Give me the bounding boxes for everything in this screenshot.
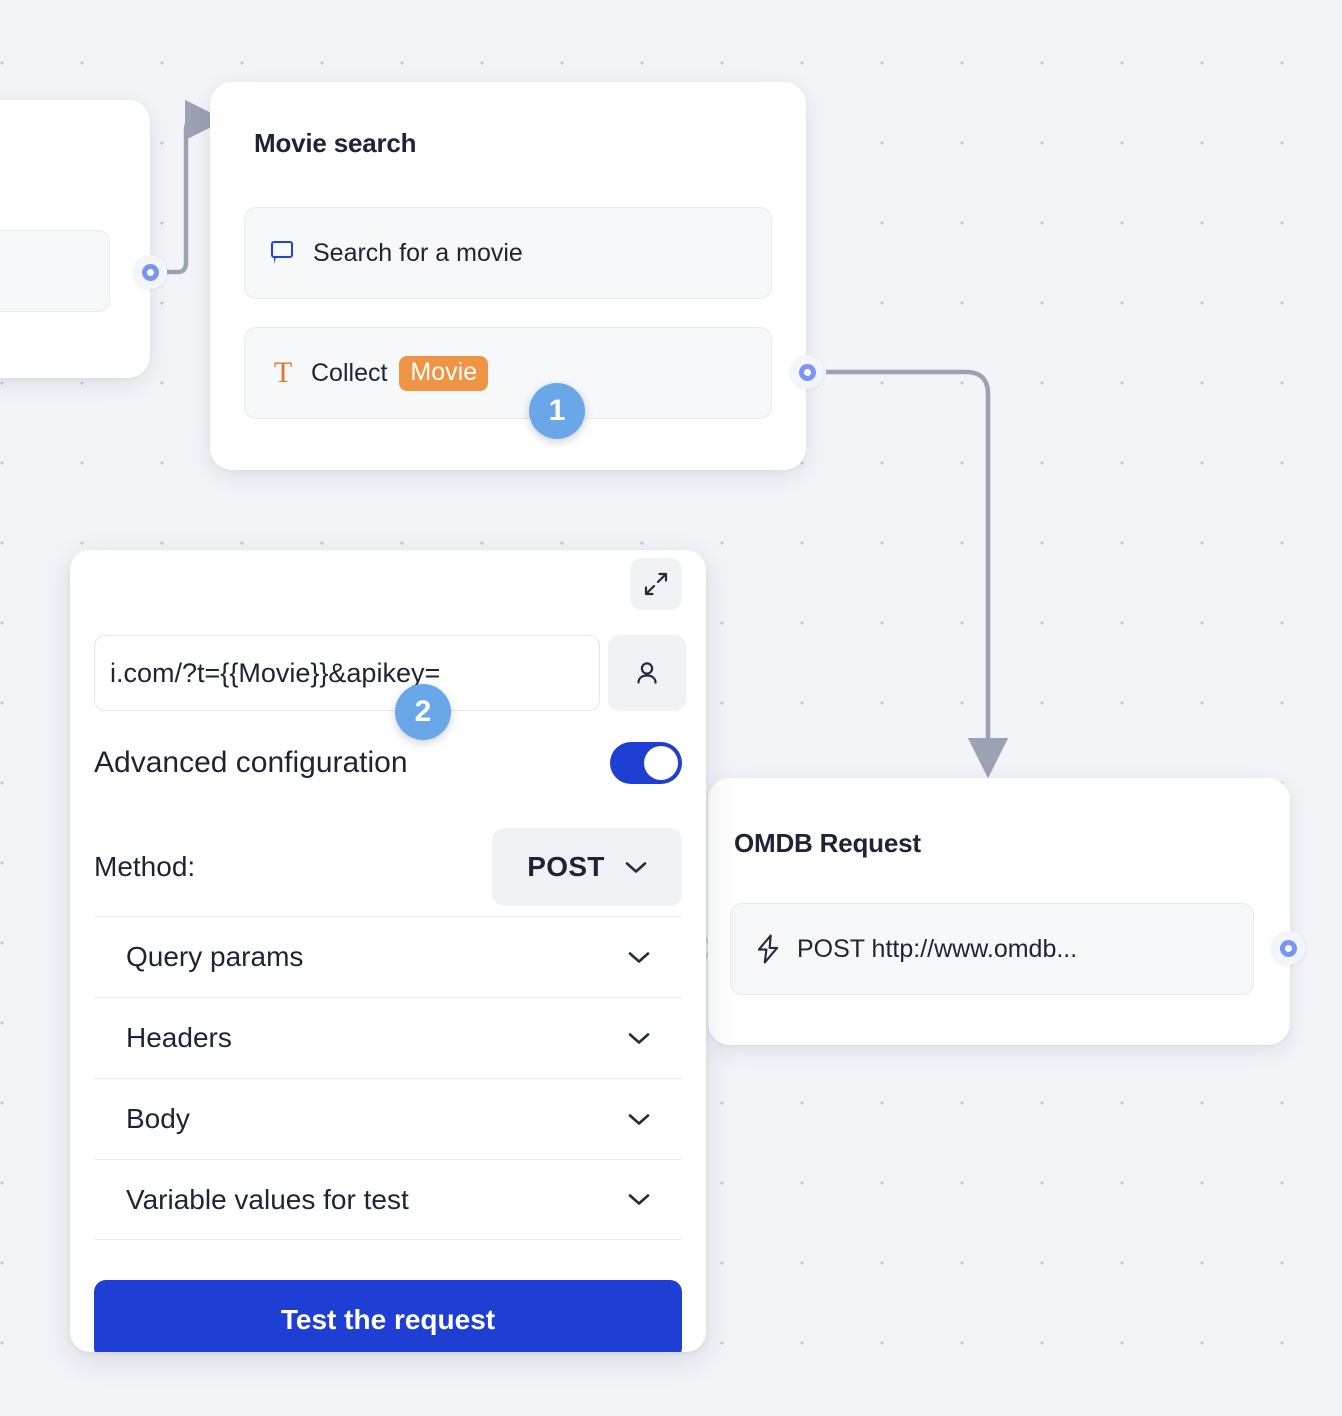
advanced-configuration-toggle[interactable] (610, 742, 682, 784)
section-label-query-params: Query params (126, 941, 304, 972)
section-query-params[interactable]: Query params (94, 916, 682, 997)
section-headers[interactable]: Headers (94, 997, 682, 1078)
person-icon-button[interactable] (608, 635, 686, 711)
method-value: POST (527, 851, 605, 882)
test-the-request-button[interactable]: Test the request (94, 1280, 682, 1352)
method-row: Method: POST (94, 828, 682, 906)
node-row-omdb-post[interactable]: POST http://www.omdb... (730, 903, 1254, 995)
advanced-configuration-row: Advanced configuration (94, 742, 682, 784)
previous-node-row[interactable] (0, 230, 110, 312)
edge-previous-to-movie-search (167, 99, 226, 275)
expand-diagonal-icon-button[interactable] (630, 558, 682, 610)
port-omdb-output[interactable] (1271, 931, 1305, 965)
chevron-down-icon (628, 1194, 650, 1205)
step-badge-2: 2 (395, 684, 451, 740)
chat-bubble-icon (271, 240, 297, 266)
variable-tag-movie[interactable]: Movie (399, 355, 489, 391)
step-badge-1: 1 (529, 383, 585, 439)
section-label-body: Body (126, 1103, 190, 1134)
person-icon (637, 662, 657, 684)
toggle-knob (644, 746, 678, 780)
row-label-collect: Collect Movie (311, 355, 489, 391)
node-row-search-for-a-movie[interactable]: Search for a movie (244, 207, 772, 299)
advanced-configuration-label: Advanced configuration (94, 746, 408, 779)
request-sections-accordion: Query params Headers Body Variable value… (94, 916, 682, 1240)
method-label: Method: (94, 851, 196, 882)
section-variable-values-for-test[interactable]: Variable values for test (94, 1159, 682, 1240)
section-label-headers: Headers (126, 1022, 232, 1053)
url-row (94, 635, 686, 711)
previous-node[interactable] (0, 100, 150, 378)
row-label-search-for-a-movie: Search for a movie (313, 238, 523, 267)
row-label-omdb-post: POST http://www.omdb... (797, 934, 1078, 963)
text-t-icon: T (273, 356, 293, 389)
node-movie-search[interactable]: Movie search Search for a movie T Collec… (210, 82, 806, 470)
node-omdb-request[interactable]: OMDB Request POST http://www.omdb... (708, 778, 1290, 1045)
chevron-down-icon (625, 861, 647, 873)
chevron-down-icon (628, 1032, 650, 1044)
section-label-variable-values-for-test: Variable values for test (126, 1183, 409, 1215)
port-previous-output[interactable] (133, 255, 167, 289)
lightning-bolt-icon (757, 934, 779, 964)
expand-diagonal-icon (644, 572, 668, 596)
chevron-down-icon (628, 951, 650, 963)
omdb-title: OMDB Request (734, 828, 921, 858)
movie-search-title: Movie search (254, 128, 417, 158)
method-select[interactable]: POST (492, 828, 682, 906)
collect-text: Collect (311, 358, 388, 387)
section-body[interactable]: Body (94, 1078, 682, 1159)
node-row-collect-movie[interactable]: T Collect Movie (244, 327, 772, 419)
request-config-panel[interactable]: Advanced configuration Method: POST Quer… (70, 550, 706, 1352)
edge-movie-search-to-omdb (826, 369, 1009, 779)
request-url-input[interactable] (94, 635, 600, 711)
chevron-down-icon (628, 1113, 650, 1125)
port-movie-search-output[interactable] (790, 355, 824, 389)
